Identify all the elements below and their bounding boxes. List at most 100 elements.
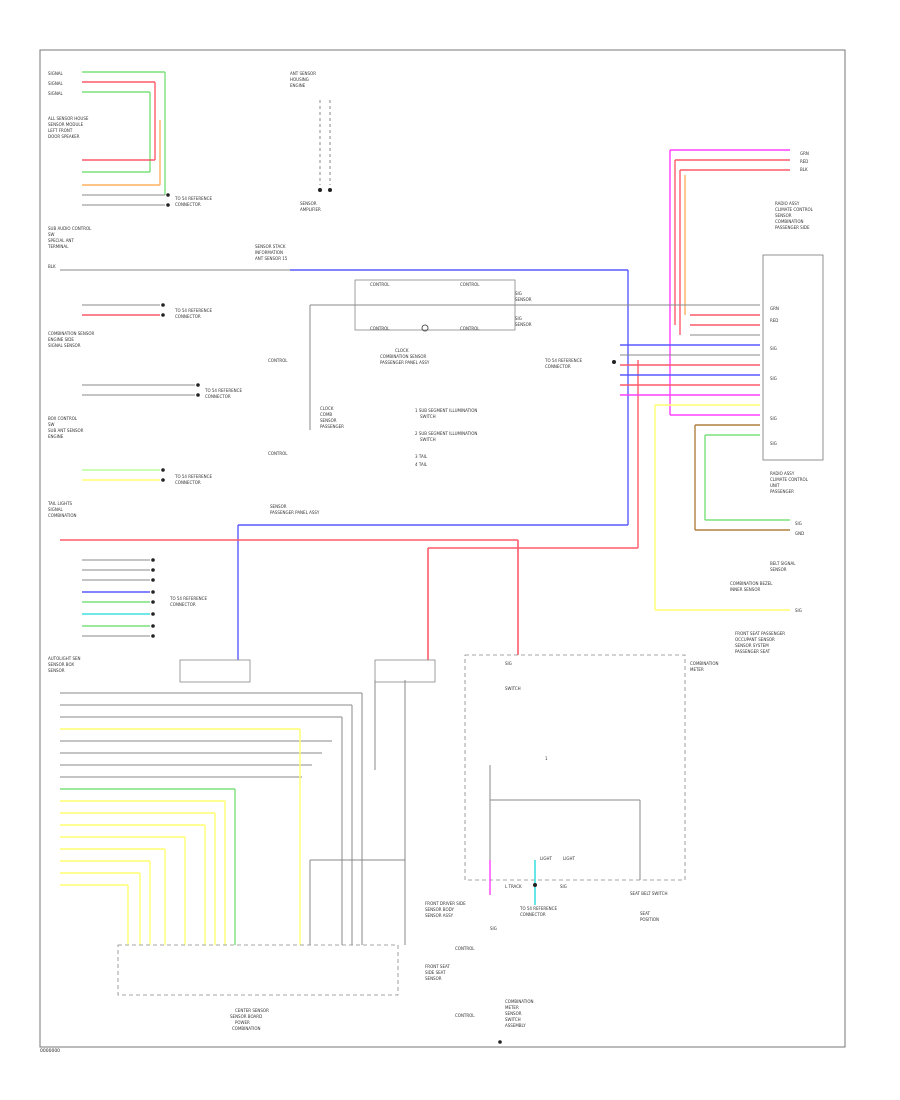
svg-text:SENSOR BOARD: SENSOR BOARD [230,1014,262,1019]
svg-text:RED: RED [770,318,778,323]
svg-text:SIGNAL: SIGNAL [48,71,64,76]
svg-text:TO 54 REFERENCE: TO 54 REFERENCE [204,388,242,393]
svg-text:SIG: SIG [770,376,777,381]
svg-text:METER: METER [505,1005,519,1010]
svg-text:SUB AUDIO CONTROL: SUB AUDIO CONTROL [48,226,92,231]
svg-text:SENSOR: SENSOR [515,322,532,327]
svg-text:SPECIAL ANT: SPECIAL ANT [48,238,74,243]
svg-text:SEAT: SEAT [640,911,650,916]
svg-text:METER: METER [690,667,704,672]
svg-text:CONTROL: CONTROL [455,946,475,951]
svg-text:SENSOR MODULE: SENSOR MODULE [48,122,84,127]
svg-text:ENGINE SIDE: ENGINE SIDE [48,337,74,342]
right-connector-stack: GRN RED SIG SIG SIG SIG RADIO ASSY CLIMA… [620,254,824,654]
svg-text:UNIT: UNIT [770,483,780,488]
left-mid-connectors: TO 54 REFERENCE CONNECTOR COMBINATION SE… [47,303,242,518]
svg-text:CONNECTOR: CONNECTOR [205,394,231,399]
svg-text:COMBINATION: COMBINATION [505,999,534,1004]
svg-text:INFORMATION: INFORMATION [255,250,283,255]
svg-text:SENSOR SYSTEM: SENSOR SYSTEM [735,643,769,648]
lower-right-module: COMBINATION METER SIG SWITCH 1 LIGHT LIG… [425,654,719,1044]
svg-text:3 TAIL: 3 TAIL [415,454,428,459]
svg-text:LEFT FRONT: LEFT FRONT [48,128,73,133]
svg-text:4 TAIL: 4 TAIL [415,462,428,467]
svg-text:L TRACK: L TRACK [505,884,522,889]
svg-text:CONNECTOR: CONNECTOR [520,912,546,917]
svg-text:CONNECTOR: CONNECTOR [175,480,201,485]
svg-text:TO 54 REFERENCE: TO 54 REFERENCE [519,906,557,911]
svg-text:PASSENGER PANEL ASSY: PASSENGER PANEL ASSY [380,360,430,365]
svg-text:TO 54 REFERENCE: TO 54 REFERENCE [174,196,212,201]
svg-text:1: 1 [545,756,548,761]
svg-text:TO 54 REFERENCE: TO 54 REFERENCE [174,474,212,479]
svg-text:CONTROL: CONTROL [268,451,288,456]
svg-text:BOX CONTROL: BOX CONTROL [48,416,78,421]
svg-text:SUB ANT SENSOR: SUB ANT SENSOR [48,428,84,433]
svg-text:SWITCH: SWITCH [420,437,436,442]
svg-text:POWER: POWER [235,1020,250,1025]
svg-text:PASSENGER: PASSENGER [770,489,794,494]
svg-text:CLOCK: CLOCK [320,406,334,411]
svg-text:SIDE SEAT: SIDE SEAT [425,970,446,975]
svg-text:FRONT SEAT: FRONT SEAT [425,964,450,969]
svg-text:SIG: SIG [770,416,777,421]
svg-text:CLIMATE CONTROL: CLIMATE CONTROL [775,207,814,212]
svg-text:SIG: SIG [560,884,567,889]
svg-text:CONTROL: CONTROL [370,326,390,331]
svg-text:AMPLIFIER: AMPLIFIER [300,207,321,212]
svg-text:TO 54 REFERENCE: TO 54 REFERENCE [544,358,582,363]
svg-text:SENSOR ASSY: SENSOR ASSY [425,913,454,918]
svg-text:SIG: SIG [770,346,777,351]
svg-text:POSITION: POSITION [640,917,659,922]
svg-text:SENSOR BODY: SENSOR BODY [425,907,454,912]
svg-text:SEAT BELT SWITCH: SEAT BELT SWITCH [630,891,668,896]
svg-text:ASSEMBLY: ASSEMBLY [505,1023,526,1028]
svg-text:AUTOLIGHT SEN: AUTOLIGHT SEN [48,656,81,661]
svg-text:CLOCK: CLOCK [395,348,409,353]
lower-left-plug: CENTER SENSOR SENSOR BOARD POWER COMBINA… [60,659,436,1031]
svg-text:SENSOR: SENSOR [770,567,787,572]
svg-text:HOUSING: HOUSING [290,77,309,82]
svg-text:SENSOR: SENSOR [300,201,317,206]
svg-text:BELT SIGNAL: BELT SIGNAL [770,561,796,566]
svg-text:COMBINATION: COMBINATION [775,219,804,224]
footer-code: 0000000 [40,1048,60,1054]
svg-text:DOOR SPEAKER: DOOR SPEAKER [48,134,80,139]
svg-text:COMBINATION: COMBINATION [48,513,77,518]
left-signal-list: TO 54 REFERENCE CONNECTOR AUTOLIGHT SEN … [48,558,207,673]
svg-text:CONNECTOR: CONNECTOR [170,602,196,607]
svg-text:SWITCH: SWITCH [505,1017,521,1022]
svg-text:LIGHT: LIGHT [540,856,553,861]
svg-text:SENSOR: SENSOR [48,668,65,673]
svg-text:SIG: SIG [515,291,522,296]
svg-text:COMBINATION SENSOR: COMBINATION SENSOR [48,331,95,336]
svg-text:BLK: BLK [48,264,56,269]
svg-text:GND: GND [795,531,804,536]
svg-text:CONTROL: CONTROL [268,358,288,363]
svg-text:TERMINAL: TERMINAL [47,244,69,249]
svg-text:CONNECTOR: CONNECTOR [175,202,201,207]
svg-text:SENSOR: SENSOR [515,297,532,302]
svg-text:COMBINATION: COMBINATION [690,661,719,666]
svg-text:TO 54 REFERENCE: TO 54 REFERENCE [169,596,207,601]
svg-text:SIG: SIG [795,608,802,613]
svg-text:COMBINATION SENSOR: COMBINATION SENSOR [380,354,427,359]
svg-text:CONNECTOR: CONNECTOR [175,314,201,319]
svg-text:PASSENGER SIDE: PASSENGER SIDE [775,225,810,230]
svg-text:SIG: SIG [490,926,497,931]
diagram-frame [39,49,846,1048]
svg-text:CENTER SENSOR: CENTER SENSOR [235,1008,269,1013]
svg-text:SIGNAL: SIGNAL [48,81,64,86]
svg-text:GRN: GRN [770,306,779,311]
svg-text:FRONT SEAT PASSENGER: FRONT SEAT PASSENGER [735,631,785,636]
svg-text:SWITCH: SWITCH [505,686,521,691]
svg-text:ENGINE: ENGINE [290,83,306,88]
svg-text:GRN: GRN [800,151,809,156]
svg-text:SENSOR: SENSOR [270,504,287,509]
svg-text:SENSOR STACK: SENSOR STACK [255,244,286,249]
svg-text:CONTROL: CONTROL [455,1013,475,1018]
svg-text:COMB: COMB [320,412,332,417]
svg-text:SENSOR: SENSOR [320,418,337,423]
svg-text:ANT SENSOR: ANT SENSOR [290,71,316,76]
